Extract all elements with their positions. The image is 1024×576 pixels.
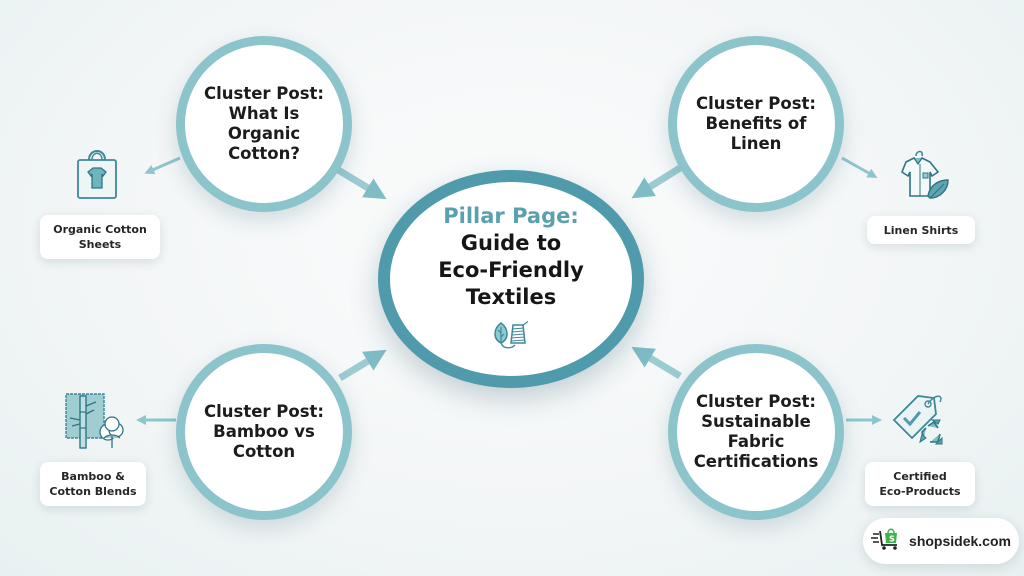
pillar-title: Pillar Page: bbox=[443, 204, 579, 228]
cluster-post-benefits-of-linen: Cluster Post: Benefits of Linen bbox=[668, 36, 844, 212]
cluster-line: What Is bbox=[228, 104, 300, 123]
product-card-organic-cotton-sheets[interactable]: Organic Cotton Sheets bbox=[40, 215, 160, 259]
cluster-line: Cotton bbox=[232, 442, 296, 461]
arrow-to-linen-shirts bbox=[841, 156, 878, 178]
pillar-subtitle-line1: Guide to bbox=[460, 231, 562, 255]
cluster-line: Cluster Post: bbox=[203, 84, 325, 103]
pillar-subtitle-line3: Textiles bbox=[465, 285, 557, 309]
product-card-linen-shirts[interactable]: Linen Shirts bbox=[867, 216, 975, 244]
arrow-bottomright-to-pillar bbox=[631, 346, 682, 380]
shirt-hanger-leaf-icon bbox=[890, 146, 954, 212]
cluster-line: Cotton? bbox=[228, 144, 300, 163]
product-card-certified-eco-products[interactable]: Certified Eco-Products bbox=[865, 462, 975, 506]
cluster-post-organic-cotton: Cluster Post: What Is Organic Cotton? bbox=[176, 36, 352, 212]
cluster-line: Certifications bbox=[693, 452, 819, 471]
product-label: Eco-Products bbox=[879, 485, 961, 498]
arrow-bottomleft-to-pillar bbox=[338, 349, 387, 381]
cluster-line: Cluster Post: bbox=[695, 94, 817, 113]
bamboo-cotton-fabric-icon bbox=[62, 392, 130, 456]
product-card-bamboo-cotton-blends[interactable]: Bamboo & Cotton Blends bbox=[40, 462, 146, 506]
leaf-thread-spool-icon bbox=[491, 320, 531, 355]
pillar-page-node: Pillar Page: Guide to Eco-Friendly Texti… bbox=[378, 170, 644, 388]
cluster-post-bamboo-vs-cotton: Cluster Post: Bamboo vs Cotton bbox=[176, 344, 352, 520]
product-label: Bamboo & bbox=[61, 470, 125, 483]
svg-text:S: S bbox=[889, 535, 895, 544]
tag-check-recycle-icon bbox=[888, 390, 952, 456]
cluster-line: Organic bbox=[227, 124, 301, 143]
brand-badge[interactable]: S shopsidek.com bbox=[863, 518, 1019, 564]
cluster-line: Sustainable bbox=[701, 412, 811, 431]
cluster-line: Linen bbox=[730, 134, 782, 153]
product-label: Organic Cotton bbox=[53, 223, 147, 236]
cluster-line: Bamboo vs bbox=[213, 422, 315, 441]
brand-name: shopsidek.com bbox=[909, 533, 1011, 549]
shopping-bag-tshirt-icon bbox=[74, 146, 120, 206]
product-label: Certified bbox=[893, 470, 947, 483]
cluster-line: Cluster Post: bbox=[695, 392, 816, 411]
product-label: Sheets bbox=[78, 238, 122, 251]
cluster-line: Benefits of bbox=[705, 114, 807, 133]
arrow-to-organic-cotton-sheets bbox=[144, 156, 181, 175]
cluster-line: Cluster Post: bbox=[203, 402, 325, 421]
pillar-subtitle-line2: Eco-Friendly bbox=[438, 258, 584, 282]
cluster-line: Fabric bbox=[727, 432, 785, 451]
cluster-post-sustainable-fabric-certifications: Cluster Post: Sustainable Fabric Certifi… bbox=[668, 344, 844, 520]
arrow-topleft-to-pillar bbox=[333, 165, 387, 200]
product-label: Linen Shirts bbox=[883, 223, 959, 237]
product-label: Cotton Blends bbox=[49, 485, 137, 498]
arrow-topright-to-pillar bbox=[631, 165, 682, 199]
shopping-cart-bag-icon: S bbox=[871, 527, 901, 555]
